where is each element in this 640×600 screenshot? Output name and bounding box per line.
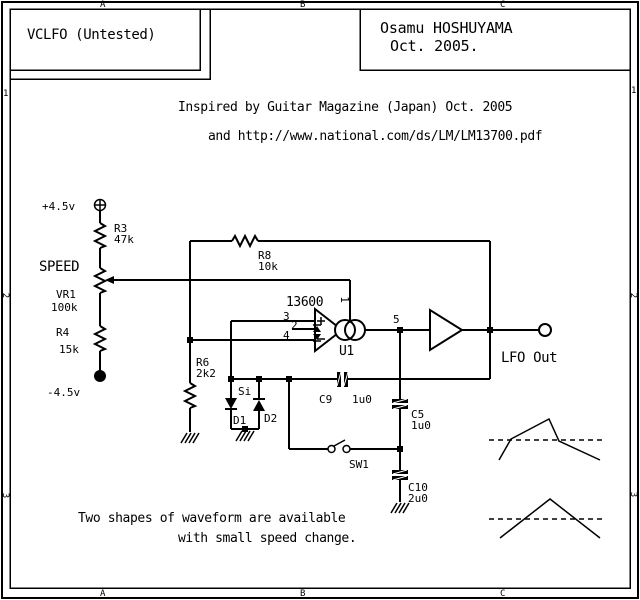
buffer-amp [429,308,464,352]
resistor-r3 [92,222,108,249]
lfo-out-label: LFO Out [501,350,558,366]
neg-supply-terminal [94,370,106,382]
switch-sw1 [327,439,351,454]
r6-ref: R6 [196,356,210,369]
note-bottom-line2: with small speed change. [178,531,357,546]
note-inspired-line1: Inspired by Guitar Magazine (Japan) Oct.… [178,100,513,115]
u1-pin2-label: 2 [291,319,298,332]
frame-col-c-top: C [500,0,506,10]
author-name: Osamu HOSHUYAMA [380,19,513,37]
ota-u1 [313,306,366,354]
vr1-ref: VR1 [56,288,76,301]
junction-dots [187,327,493,452]
frame-col-a-top: A [100,0,106,10]
d2-ref: D2 [264,412,278,425]
capacitor-c5 [392,398,408,410]
c9-ref: C9 [319,393,333,406]
diode-d1 [225,398,237,410]
frame-row-3-right: 3 [628,491,639,498]
u1-pin3-label: 3 [283,310,290,323]
waveform-triangle-sketch [489,498,602,539]
u1-part-number: 13600 [286,295,324,310]
pos-supply-label: +4.5v [42,200,76,213]
u1-pin1-label: 1 [337,296,351,303]
r8-ref: R8 [258,249,272,262]
resistor-r6 [182,382,198,409]
sheet-title: VCLFO (Untested) [27,27,156,43]
frame-col-c-bottom: C [500,589,506,599]
r3-value: 47k [114,233,134,246]
note-bottom-line1: Two shapes of waveform are available [78,511,346,526]
u1-ref: U1 [339,344,354,359]
ground-symbols [180,430,410,514]
frame-row-2-right: 2 [628,292,639,299]
lfo-out-terminal [538,323,552,337]
potentiometer-vr1 [92,267,114,294]
speed-label: SPEED [39,259,80,275]
frame-row-2-left: 2 [0,292,11,299]
resistor-r8 [231,233,259,249]
note-inspired-line2: and http://www.national.com/ds/LM/LM1370… [208,129,543,144]
frame-col-a-bottom: A [100,589,106,599]
pos-supply-terminal [93,198,107,212]
diode-d2 [253,398,265,411]
plus-input-mark [317,317,325,325]
linearizing-diodes-icon [313,324,321,342]
c10-ref: C10 [408,481,428,494]
c9-value: 1u0 [352,393,372,406]
frame-row-1-right: 1 [631,86,637,96]
author-date: Oct. 2005. [390,37,479,55]
frame-col-b-bottom: B [300,589,306,599]
u1-pin5-label: 5 [393,313,400,326]
title-box [9,8,631,80]
waveform-shark-sketch [489,417,602,461]
c5-value: 1u0 [411,419,431,432]
capacitor-c10 [392,469,408,481]
r4-ref: R4 [56,326,70,339]
frame-col-b-top: B [300,0,306,10]
sw1-ref: SW1 [349,458,369,471]
wiper-arrow [105,276,114,284]
r3-ref: R3 [114,222,128,235]
r6-value: 2k2 [196,367,216,380]
neg-supply-label: -4.5v [47,386,81,399]
capacitor-c9 [336,371,349,387]
diode-type-label: Si [238,385,252,398]
frame-row-3-left: 3 [0,492,11,499]
frame-row-1-left: 1 [3,89,9,99]
d1-ref: D1 [233,414,247,427]
resistor-r4 [92,325,108,352]
r4-value: 15k [59,343,79,356]
r8-value: 10k [258,260,278,273]
c10-value: 2u0 [408,492,428,505]
c5-ref: C5 [411,408,425,421]
u1-pin4-label: 4 [283,329,290,342]
wires [99,210,539,502]
vr1-value: 100k [51,301,78,314]
